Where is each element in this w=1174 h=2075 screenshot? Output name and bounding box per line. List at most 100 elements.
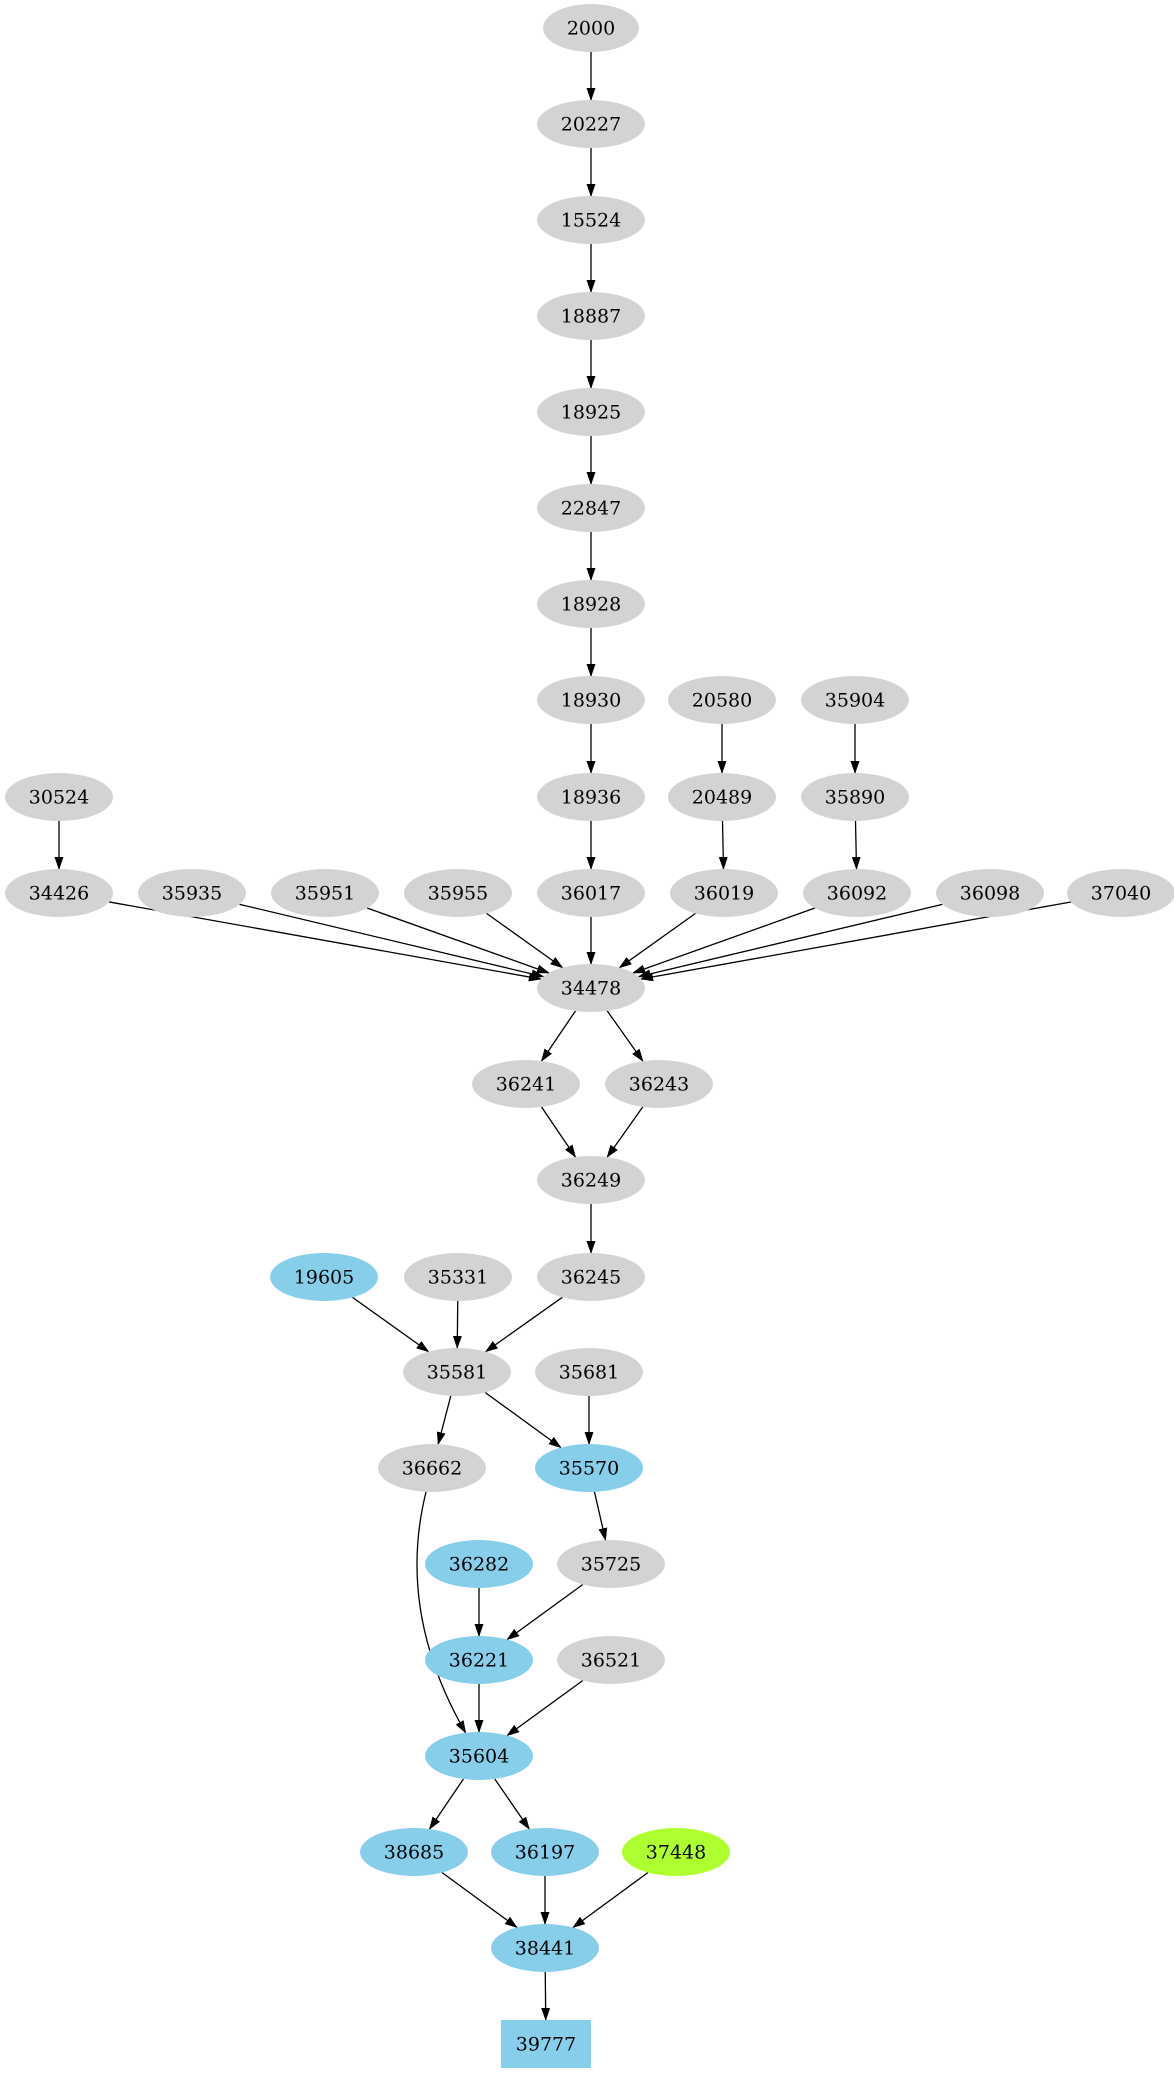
node-35570: 35570 <box>535 1444 643 1492</box>
edge-35935-34478 <box>239 903 545 979</box>
node-19605: 19605 <box>270 1253 378 1301</box>
node-label-35904: 35904 <box>825 690 885 712</box>
node-label-20580: 20580 <box>692 690 752 712</box>
node-label-34426: 34426 <box>29 883 89 905</box>
edge-36098-34478 <box>637 903 943 979</box>
edge-35581-35570 <box>484 1391 562 1449</box>
node-36019: 36019 <box>670 869 778 917</box>
node-label-18930: 18930 <box>561 690 621 712</box>
node-label-20227: 20227 <box>561 114 621 136</box>
node-15524: 15524 <box>537 196 645 244</box>
node-ellipse-36092 <box>803 869 911 917</box>
edge-36092-34478 <box>632 907 816 974</box>
node-35955: 35955 <box>404 869 512 917</box>
node-18936: 18936 <box>537 773 645 821</box>
node-ellipse-36241 <box>472 1060 580 1108</box>
node-36017: 36017 <box>537 869 645 917</box>
node-35725: 35725 <box>557 1540 665 1588</box>
edge-36245-35581 <box>484 1296 563 1353</box>
node-label-38441: 38441 <box>515 1938 575 1960</box>
node-label-39777: 39777 <box>516 2034 576 2056</box>
node-label-22847: 22847 <box>561 498 621 520</box>
node-ellipse-18925 <box>537 388 645 436</box>
node-36245: 36245 <box>537 1253 645 1301</box>
node-35935: 35935 <box>138 869 246 917</box>
edge-35581-36662 <box>436 1395 452 1446</box>
node-ellipse-37448 <box>622 1828 730 1876</box>
node-34426: 34426 <box>5 869 113 917</box>
node-36243: 36243 <box>605 1060 713 1108</box>
node-label-35581: 35581 <box>427 1362 487 1384</box>
node-ellipse-20580 <box>668 676 776 724</box>
edge-36521-35604 <box>506 1679 584 1737</box>
node-ellipse-18930 <box>537 676 645 724</box>
node-label-36221: 36221 <box>449 1650 509 1672</box>
node-20227: 20227 <box>537 100 645 148</box>
node-35681: 35681 <box>535 1348 643 1396</box>
node-ellipse-35604 <box>425 1732 533 1780</box>
node-ellipse-36243 <box>605 1060 713 1108</box>
node-label-18887: 18887 <box>561 306 621 328</box>
node-35904: 35904 <box>801 676 909 724</box>
node-label-35604: 35604 <box>449 1746 509 1768</box>
edge-34478-36243 <box>606 1010 644 1062</box>
node-ellipse-2000 <box>543 4 639 52</box>
edge-34478-36241 <box>541 1010 576 1062</box>
node-38441: 38441 <box>491 1924 599 1972</box>
node-label-36019: 36019 <box>694 883 754 905</box>
edge-35570-35725 <box>593 1491 608 1542</box>
node-36098: 36098 <box>936 869 1044 917</box>
node-ellipse-19605 <box>270 1253 378 1301</box>
edge-35725-36221 <box>506 1583 584 1641</box>
node-ellipse-35904 <box>801 676 909 724</box>
node-35890: 35890 <box>801 773 909 821</box>
edges-layer <box>54 52 1072 2021</box>
node-label-35725: 35725 <box>581 1554 641 1576</box>
node-18928: 18928 <box>537 580 645 628</box>
node-ellipse-35581 <box>403 1348 511 1396</box>
edge-36019-34478 <box>618 912 696 969</box>
node-label-36197: 36197 <box>515 1842 575 1864</box>
node-ellipse-20489 <box>668 773 776 821</box>
edge-35604-36197 <box>494 1778 530 1830</box>
node-34478: 34478 <box>537 964 645 1012</box>
node-ellipse-35331 <box>404 1253 512 1301</box>
node-ellipse-15524 <box>537 196 645 244</box>
node-37448: 37448 <box>622 1828 730 1876</box>
node-label-30524: 30524 <box>29 787 89 809</box>
node-ellipse-36019 <box>670 869 778 917</box>
node-ellipse-35725 <box>557 1540 665 1588</box>
node-ellipse-18936 <box>537 773 645 821</box>
node-label-36092: 36092 <box>827 883 887 905</box>
node-36197: 36197 <box>491 1828 599 1876</box>
node-ellipse-18887 <box>537 292 645 340</box>
edge-35604-38685 <box>429 1778 464 1830</box>
node-ellipse-34426 <box>5 869 113 917</box>
node-label-18925: 18925 <box>561 402 621 424</box>
node-label-18928: 18928 <box>561 594 621 616</box>
node-label-35951: 35951 <box>295 883 355 905</box>
node-20580: 20580 <box>668 676 776 724</box>
node-39777: 39777 <box>501 2020 591 2068</box>
node-label-36245: 36245 <box>561 1267 621 1289</box>
node-label-36098: 36098 <box>960 883 1020 905</box>
node-label-37448: 37448 <box>646 1842 706 1864</box>
node-label-37040: 37040 <box>1091 883 1151 905</box>
node-ellipse-36098 <box>936 869 1044 917</box>
node-ellipse-38685 <box>360 1828 468 1876</box>
node-ellipse-38441 <box>491 1924 599 1972</box>
node-ellipse-35681 <box>535 1348 643 1396</box>
node-22847: 22847 <box>537 484 645 532</box>
node-label-35890: 35890 <box>825 787 885 809</box>
node-label-19605: 19605 <box>294 1267 354 1289</box>
edge-38441-39777 <box>541 1971 551 2021</box>
node-ellipse-34478 <box>537 964 645 1012</box>
node-20489: 20489 <box>668 773 776 821</box>
node-label-35331: 35331 <box>428 1267 488 1289</box>
node-ellipse-36245 <box>537 1253 645 1301</box>
node-label-2000: 2000 <box>567 18 615 40</box>
node-ellipse-36662 <box>378 1444 486 1492</box>
node-ellipse-36197 <box>491 1828 599 1876</box>
edge-37448-38441 <box>572 1871 649 1929</box>
